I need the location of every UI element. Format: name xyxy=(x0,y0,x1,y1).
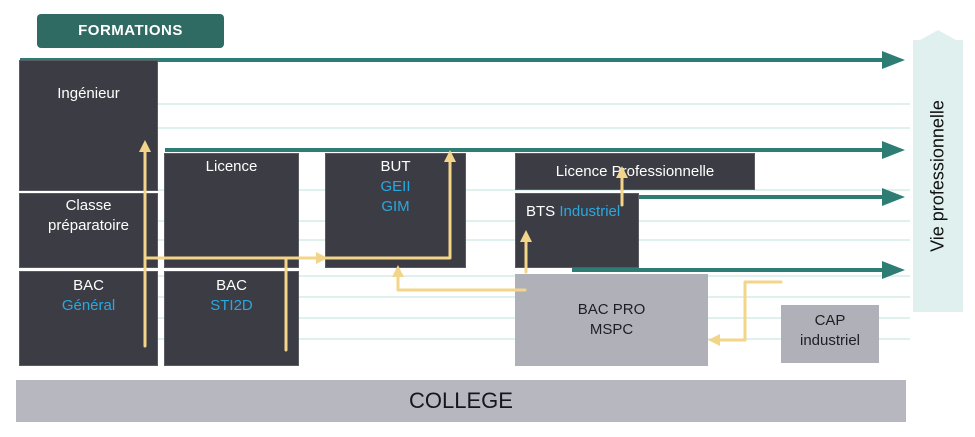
box-bac-pro: BAC PRO MSPC xyxy=(515,274,708,366)
college-bar: COLLEGE xyxy=(16,380,906,422)
vie-professionnelle-panel: Vie professionnelle xyxy=(913,40,963,312)
bac-general-line1: BAC xyxy=(73,277,104,294)
classe-prepa-line2: préparatoire xyxy=(48,217,129,234)
bac-general-line2: Général xyxy=(61,297,116,314)
classe-prepa-line1: Classe xyxy=(65,197,112,214)
box-but: BUT GEII GIM xyxy=(325,153,466,268)
box-bts: BTS Industriel xyxy=(515,193,639,268)
formations-header: FORMATIONS xyxy=(37,14,224,48)
bac-sti2d-line2: STI2D xyxy=(210,297,253,314)
licence-label: Licence xyxy=(205,158,258,175)
bac-pro-line2: MSPC xyxy=(589,321,634,338)
arrow-shaft-bts xyxy=(515,195,884,199)
bts-specialty: Industriel xyxy=(559,203,621,220)
arrow-head-top xyxy=(882,51,905,69)
arrow-shaft-bacpro xyxy=(572,268,884,272)
arrow-head-licence xyxy=(882,141,905,159)
box-bac-general: BAC Général xyxy=(19,271,158,366)
box-ingenieur: Ingénieur xyxy=(19,60,158,191)
bac-sti2d-line1: BAC xyxy=(216,277,247,294)
vie-panel-arrow-tip xyxy=(913,30,963,44)
cap-line1: CAP xyxy=(814,312,846,329)
box-licence-professionnelle: Licence Professionnelle xyxy=(515,153,755,190)
but-line1: BUT xyxy=(380,158,411,175)
arrow-shaft-licence xyxy=(165,148,884,152)
vie-professionnelle-label: Vie professionnelle xyxy=(927,100,948,252)
box-cap: CAP industriel xyxy=(781,305,879,363)
formations-title: FORMATIONS xyxy=(78,22,183,39)
licence-pro-label: Licence Professionnelle xyxy=(555,163,715,180)
college-label: COLLEGE xyxy=(409,388,513,413)
but-line3: GIM xyxy=(381,198,410,215)
but-line2: GEII xyxy=(380,178,411,195)
cap-line2: industriel xyxy=(799,332,861,349)
bac-pro-line1: BAC PRO xyxy=(577,301,646,318)
arrow-head-bacpro xyxy=(882,261,905,279)
bts-prefix: BTS xyxy=(526,203,556,220)
box-classe-preparatoire: Classe préparatoire xyxy=(19,193,158,268)
box-bac-sti2d: BAC STI2D xyxy=(164,271,299,366)
arrow-head-bts xyxy=(882,188,905,206)
arrow-shaft-top xyxy=(20,58,884,62)
ingenieur-label: Ingénieur xyxy=(57,85,120,102)
box-licence: Licence xyxy=(164,153,299,268)
